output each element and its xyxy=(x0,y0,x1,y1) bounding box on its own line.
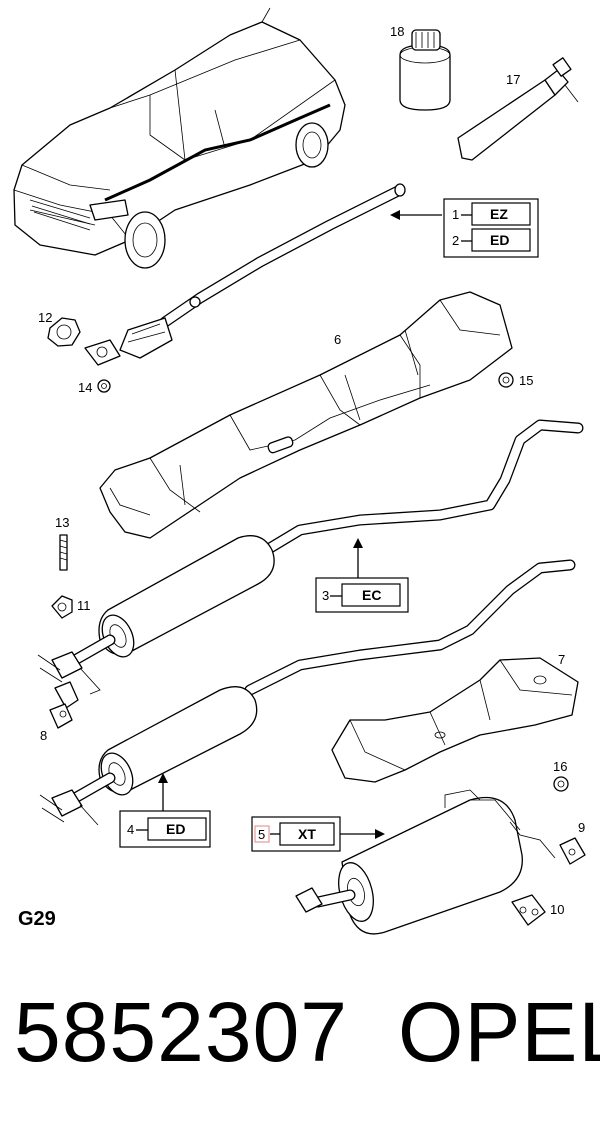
item-6-heat-shield: 6 xyxy=(99,291,513,539)
front-pipe-catalyst xyxy=(84,183,406,366)
callout-7: 7 xyxy=(558,652,565,667)
code-box-group-4: 4 ED xyxy=(119,773,211,848)
callout-14: 14 xyxy=(78,380,92,395)
car-illustration xyxy=(13,7,346,269)
item-11-nut: 11 xyxy=(51,595,91,619)
callout-5-highlight xyxy=(254,825,270,843)
item-13-stud: 13 xyxy=(55,515,69,571)
callout-16: 16 xyxy=(553,759,567,774)
item-8-rubber-mount: 8 xyxy=(40,681,79,743)
item-10-rubber-mount: 10 xyxy=(511,894,564,926)
code-ed-2: ED xyxy=(166,821,185,837)
diagram-identifier: G29 xyxy=(18,908,56,930)
item-14-nut: 14 xyxy=(78,379,111,395)
code-xt: XT xyxy=(298,826,316,842)
callout-12: 12 xyxy=(38,310,52,325)
callout-17: 17 xyxy=(506,72,520,87)
code-ec: EC xyxy=(362,587,381,603)
item-9-rubber-mount: 9 xyxy=(559,820,586,865)
item-18-container: 18 xyxy=(390,24,451,111)
item-3-intermediate-pipe xyxy=(37,419,584,695)
code-box-group-3: 3 EC xyxy=(315,538,409,613)
callout-3: 3 xyxy=(322,588,329,603)
item-7-heat-shield: 7 xyxy=(331,652,579,783)
callout-9: 9 xyxy=(578,820,585,835)
callout-4: 4 xyxy=(127,822,134,837)
callout-18: 18 xyxy=(390,24,404,39)
code-box-group-1-2: 1 EZ 2 ED xyxy=(390,198,539,258)
callout-6: 6 xyxy=(334,332,341,347)
item-12-gasket: 12 xyxy=(38,310,81,347)
callout-2: 2 xyxy=(452,233,459,248)
item-16-nut: 16 xyxy=(553,759,569,792)
item-17-paste-tube: 17 xyxy=(457,57,579,161)
callout-15: 15 xyxy=(519,373,533,388)
item-5-rear-muffler xyxy=(295,789,556,935)
callout-8: 8 xyxy=(40,728,47,743)
part-number: 5852307 xyxy=(14,985,349,1079)
code-ez: EZ xyxy=(490,206,508,222)
brand-name: OPEL xyxy=(398,985,600,1079)
callout-11: 11 xyxy=(77,598,91,613)
callout-1: 1 xyxy=(452,207,459,222)
callout-5: 5 xyxy=(258,827,265,842)
exhaust-parts-diagram: 18 17 1 EZ 2 ED 12 xyxy=(13,7,586,935)
item-15-nut: 15 xyxy=(498,372,533,388)
callout-10: 10 xyxy=(550,902,564,917)
callout-13: 13 xyxy=(55,515,69,530)
item-4-intermediate-pipe xyxy=(39,559,576,826)
code-ed-1: ED xyxy=(490,232,509,248)
code-box-group-5: 5 XT xyxy=(251,816,385,852)
